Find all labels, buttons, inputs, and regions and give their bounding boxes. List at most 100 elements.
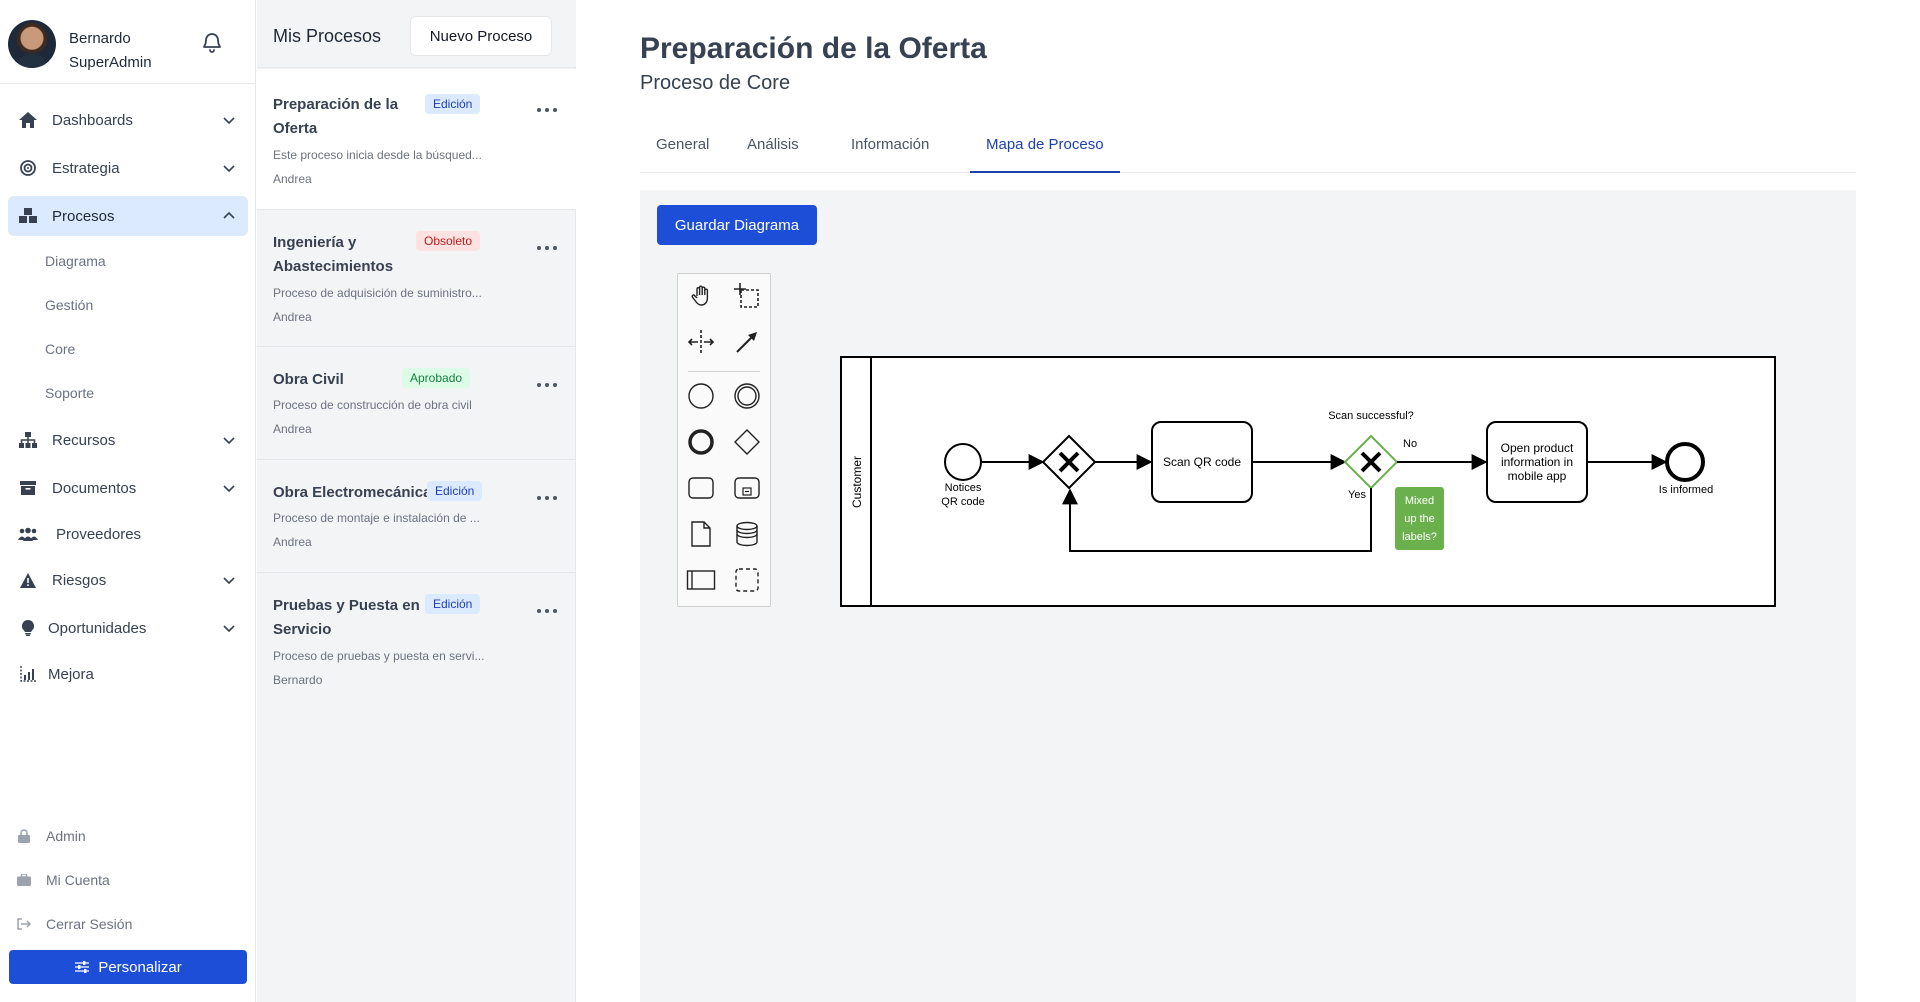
- process-list: Mis Procesos Nuevo Proceso Preparación d…: [257, 0, 576, 1002]
- intermediate-event-icon[interactable]: [731, 380, 763, 412]
- more-options-icon[interactable]: [537, 105, 557, 115]
- pool-icon[interactable]: [685, 564, 717, 596]
- sidebar-item-label: Dashboards: [52, 111, 133, 129]
- more-options-icon[interactable]: [537, 243, 557, 253]
- task-scan-qr-code[interactable]: Scan QR code: [1151, 421, 1253, 503]
- connect-tool-icon[interactable]: [731, 326, 763, 358]
- process-list-title: Mis Procesos: [273, 26, 382, 46]
- process-card-description: Proceso de adquisición de suministro...: [273, 286, 482, 300]
- warning-icon: [18, 570, 38, 590]
- sidebar-item-label: Mi Cuenta: [46, 872, 110, 888]
- sidebar-item-label: Cerrar Sesión: [46, 916, 133, 932]
- sidebar-item-admin[interactable]: Admin: [16, 826, 86, 846]
- end-event-label: Is informed: [1659, 484, 1713, 496]
- process-card-title: Obra Civil: [273, 371, 344, 388]
- sidebar-item-documentos[interactable]: Documentos: [8, 468, 248, 508]
- sidebar-item-proveedores[interactable]: Proveedores: [8, 514, 248, 554]
- tab-mapa-de-proceso[interactable]: Mapa de Proceso: [970, 136, 1120, 173]
- process-card[interactable]: Obra Civil Aprobado Proceso de construcc…: [257, 347, 576, 460]
- sidebar-item-procesos[interactable]: Procesos: [8, 196, 248, 236]
- sidebar-subitem-diagrama[interactable]: Diagrama: [45, 253, 106, 269]
- lightbulb-icon: [18, 618, 38, 638]
- note-line2: up the: [1404, 513, 1435, 525]
- group-icon[interactable]: [731, 564, 763, 596]
- task-label-line3: mobile app: [1508, 469, 1567, 483]
- process-card-description: Este proceso inicia desde la búsqued...: [273, 148, 482, 162]
- pool[interactable]: Customer: [840, 356, 1776, 607]
- sidebar-item-oportunidades[interactable]: Oportunidades: [8, 608, 248, 648]
- sidebar-item-mi-cuenta[interactable]: Mi Cuenta: [16, 870, 110, 890]
- process-card-description: Proceso de montaje e instalación de ...: [273, 511, 480, 525]
- gateway-icon[interactable]: [731, 426, 763, 458]
- space-tool-icon[interactable]: [685, 326, 717, 358]
- note-line1: Mixed: [1405, 495, 1434, 507]
- gateway-question: Scan successful?: [1328, 410, 1414, 422]
- annotation-note[interactable]: Mixed up the labels?: [1395, 487, 1444, 550]
- sidebar-subitem-core[interactable]: Core: [45, 341, 76, 357]
- process-card[interactable]: Ingeniería y Abastecimientos Obsoleto Pr…: [257, 210, 576, 347]
- sidebar-subitem-soporte[interactable]: Soporte: [45, 385, 95, 401]
- process-card-title: Pruebas y Puesta en Servicio: [273, 597, 420, 638]
- merge-gateway[interactable]: [1041, 434, 1097, 490]
- task-open-product-info[interactable]: Open product information in mobile app: [1486, 421, 1588, 503]
- sidebar-item-cerrar-sesion[interactable]: Cerrar Sesión: [16, 914, 132, 934]
- decision-gateway[interactable]: Scan successful?: [1328, 410, 1414, 490]
- bell-icon[interactable]: [200, 30, 224, 54]
- more-options-icon[interactable]: [537, 380, 557, 390]
- more-options-icon[interactable]: [537, 493, 557, 503]
- tab-informacion[interactable]: Información: [851, 136, 930, 153]
- start-event-icon[interactable]: [685, 380, 717, 412]
- sidebar-item-recursos[interactable]: Recursos: [8, 420, 248, 460]
- start-event[interactable]: Notices QR code: [941, 443, 985, 508]
- tool-palette: [677, 273, 771, 607]
- sidebar-item-label: Admin: [46, 828, 86, 844]
- sidebar-item-label: Oportunidades: [48, 619, 147, 637]
- process-card[interactable]: Pruebas y Puesta en Servicio Edición Pro…: [257, 573, 576, 710]
- task-label-line1: Open product: [1501, 441, 1574, 455]
- more-options-icon[interactable]: [537, 606, 557, 616]
- sidebar-item-mejora[interactable]: Mejora: [8, 654, 248, 694]
- data-object-icon[interactable]: [685, 518, 717, 550]
- personalize-label: Personalizar: [98, 958, 182, 976]
- status-badge: Aprobado: [402, 368, 471, 388]
- page-subtitle: Proceso de Core: [640, 72, 791, 94]
- subprocess-icon[interactable]: [731, 472, 763, 504]
- sidebar-item-label: Procesos: [52, 207, 115, 225]
- user-role: SuperAdmin: [69, 54, 152, 71]
- data-store-icon[interactable]: [731, 518, 763, 550]
- process-card-description: Proceso de pruebas y puesta en servi...: [273, 649, 485, 663]
- sidebar-item-riesgos[interactable]: Riesgos: [8, 560, 248, 600]
- flow-no-label: No: [1403, 438, 1417, 450]
- process-card[interactable]: Preparación de la Oferta Edición Este pr…: [257, 69, 576, 210]
- sidebar-item-dashboards[interactable]: Dashboards: [8, 100, 248, 140]
- flow-yes-loop[interactable]: [1062, 488, 1372, 552]
- flow-yes-label: Yes: [1348, 489, 1366, 501]
- tab-general[interactable]: General: [656, 136, 710, 153]
- briefcase-icon: [16, 870, 32, 890]
- end-event-icon[interactable]: [685, 426, 717, 458]
- pool-label: Customer: [850, 456, 864, 508]
- personalize-button[interactable]: Personalizar: [9, 950, 247, 984]
- tab-analisis[interactable]: Análisis: [747, 136, 799, 153]
- avatar[interactable]: [8, 20, 56, 68]
- page-title: Preparación de la Oferta: [640, 32, 987, 65]
- users-icon: [18, 524, 38, 544]
- lasso-tool-icon[interactable]: [731, 280, 763, 312]
- process-list-header: Mis Procesos Nuevo Proceso: [257, 0, 576, 68]
- new-process-button[interactable]: Nuevo Proceso: [410, 16, 552, 56]
- cubes-icon: [18, 206, 38, 226]
- save-diagram-button[interactable]: Guardar Diagrama: [657, 205, 817, 245]
- chevron-up-icon: [223, 211, 235, 219]
- chevron-down-icon: [223, 437, 235, 445]
- end-event[interactable]: Is informed: [1659, 442, 1713, 496]
- sidebar-item-label: Recursos: [52, 431, 116, 449]
- process-card[interactable]: Obra Electromecánica Edición Proceso de …: [257, 460, 576, 573]
- bpmn-diagram[interactable]: Customer Notices QR code Scan QR code: [640, 190, 1856, 1002]
- task-icon[interactable]: [685, 472, 717, 504]
- diagram-canvas[interactable]: Guardar Diagrama: [640, 190, 1856, 1002]
- hand-tool-icon[interactable]: [685, 280, 717, 312]
- chevron-down-icon: [223, 165, 235, 173]
- sidebar-item-estrategia[interactable]: Estrategia: [8, 148, 248, 188]
- sidebar-subitem-gestion[interactable]: Gestión: [45, 297, 94, 313]
- process-card-owner: Andrea: [273, 535, 312, 549]
